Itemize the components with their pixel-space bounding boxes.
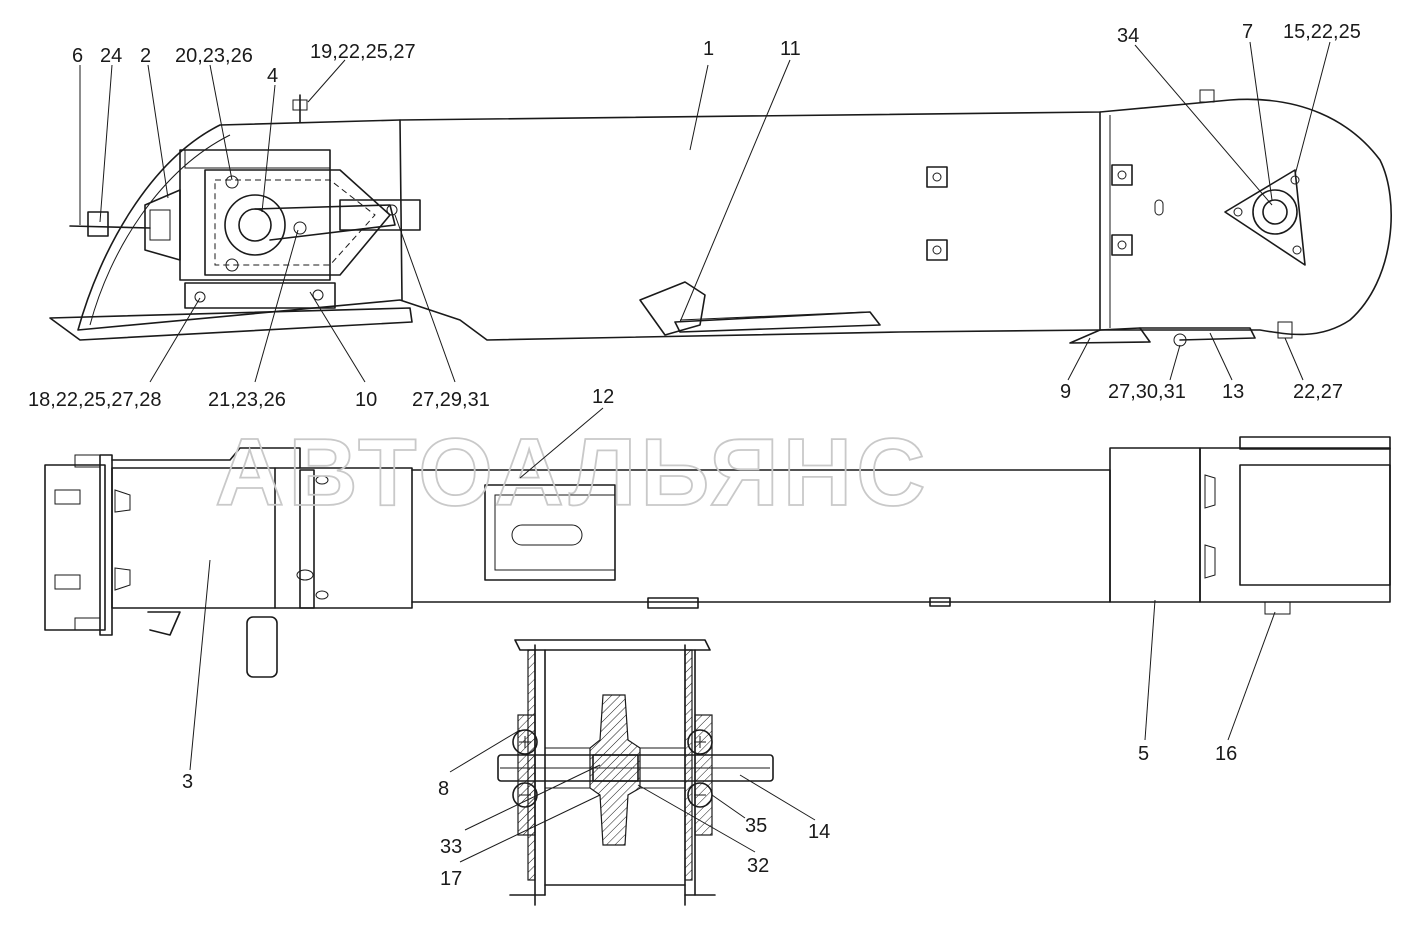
- callout-33: 33: [440, 836, 462, 858]
- callout-18-22-25-27-28: 18,22,25,27,28: [28, 389, 161, 411]
- leader-lines: [79, 41, 1331, 863]
- callout-14: 14: [808, 821, 830, 843]
- callout-8: 8: [438, 778, 449, 800]
- callout-6: 6: [72, 45, 83, 67]
- callout-4: 4: [267, 65, 278, 87]
- callout-27-30-31: 27,30,31: [1108, 381, 1186, 403]
- callout-21-23-26: 21,23,26: [208, 389, 286, 411]
- callout-32: 32: [747, 855, 769, 877]
- callout-12: 12: [592, 386, 614, 408]
- side-view: [49, 89, 1392, 347]
- callout-labels: 6 24 2 20,23,26 4 19,22,25,27 1 11 34 7 …: [28, 21, 1361, 890]
- callout-11: 11: [780, 38, 801, 60]
- callout-24: 24: [100, 45, 122, 67]
- section-view: [497, 639, 774, 906]
- plan-view: [44, 436, 1391, 678]
- callout-7: 7: [1242, 21, 1253, 43]
- callout-19-22-25-27: 19,22,25,27: [310, 41, 416, 63]
- callout-35: 35: [745, 815, 767, 837]
- watermark: АВТОАЛЬЯНС: [215, 419, 929, 526]
- callout-9: 9: [1060, 381, 1071, 403]
- callout-20-23-26: 20,23,26: [175, 45, 253, 67]
- callout-3: 3: [182, 771, 193, 793]
- callout-2: 2: [140, 45, 151, 67]
- callout-27-29-31: 27,29,31: [412, 389, 490, 411]
- callout-13: 13: [1222, 381, 1244, 403]
- callout-15-22-25: 15,22,25: [1283, 21, 1361, 43]
- callout-10: 10: [355, 389, 377, 411]
- callout-1: 1: [703, 38, 714, 60]
- callout-22-27: 22,27: [1293, 381, 1343, 403]
- callout-17: 17: [440, 868, 462, 890]
- callout-16: 16: [1215, 743, 1237, 765]
- callout-5: 5: [1138, 743, 1149, 765]
- callout-34: 34: [1117, 25, 1139, 47]
